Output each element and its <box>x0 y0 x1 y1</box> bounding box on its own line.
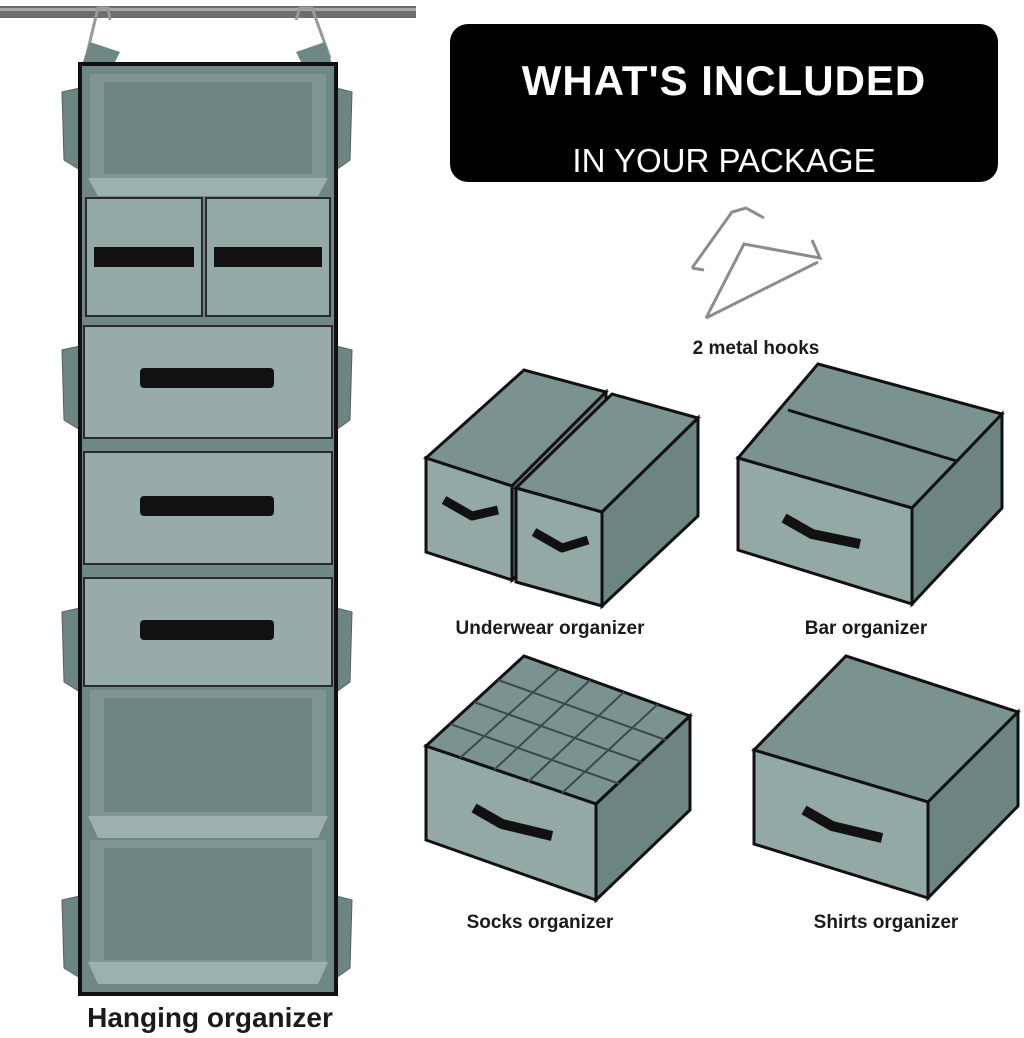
socks-organizer-image <box>423 654 693 904</box>
whats-included-banner: WHAT'S INCLUDED IN YOUR PACKAGE <box>450 24 998 182</box>
bar-organizer-image <box>735 362 1005 608</box>
underwear-organizer-image <box>423 368 701 610</box>
hanging-organizer-label: Hanging organizer <box>87 1002 333 1033</box>
underwear-organizer-label: Underwear organizer <box>455 618 645 639</box>
metal-hooks-image <box>690 206 823 320</box>
shirts-organizer-label: Shirts organizer <box>813 912 959 933</box>
banner-title: WHAT'S INCLUDED <box>521 57 927 104</box>
bar-organizer-label: Bar organizer <box>804 618 928 639</box>
shirts-organizer-image <box>751 654 1021 902</box>
hanging-organizer-image <box>0 6 416 996</box>
metal-hooks-label: 2 metal hooks <box>692 338 820 359</box>
socks-organizer-label: Socks organizer <box>466 912 614 933</box>
banner-subtitle: IN YOUR PACKAGE <box>572 142 876 179</box>
